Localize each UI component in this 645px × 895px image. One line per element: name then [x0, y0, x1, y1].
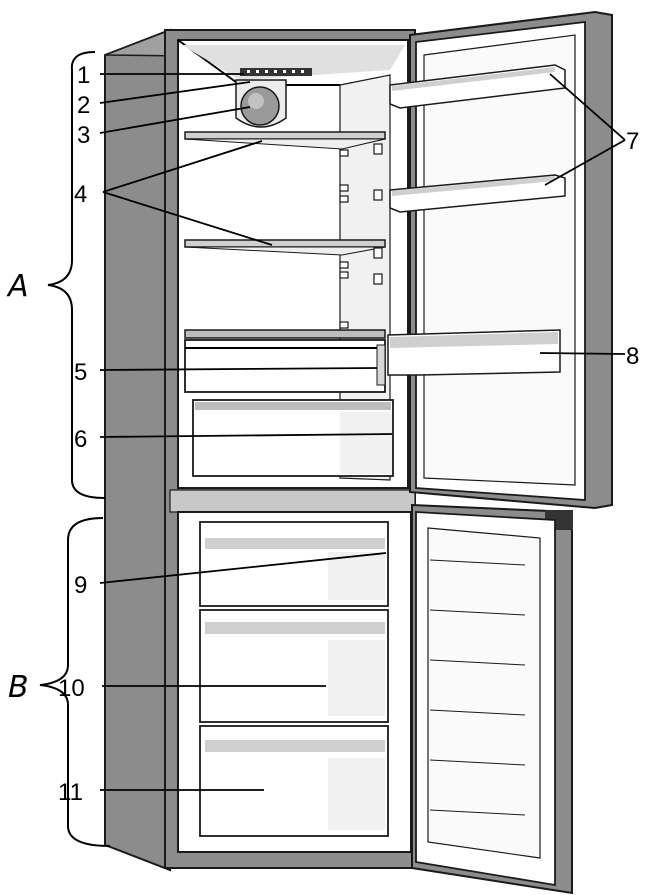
section-label-b: B: [8, 670, 29, 705]
section-label-a: A: [6, 269, 29, 304]
callout-3: 3: [77, 122, 90, 149]
callout-8: 8: [626, 343, 639, 370]
callout-4: 4: [74, 181, 87, 208]
glass-shelf-upper: [184, 131, 386, 150]
freezer-drawer-bottom: [199, 725, 389, 837]
callout-7: 7: [626, 128, 639, 155]
glass-shelf-lower: [184, 239, 386, 256]
fridge-door: [387, 10, 613, 510]
callout-9: 9: [74, 572, 87, 599]
door-shelf-middle: [389, 174, 566, 213]
fridge-section-brace: [47, 51, 106, 499]
vegetable-crisper: [192, 399, 394, 477]
fridge-compartment: [177, 39, 409, 489]
chiller-drawer: [184, 329, 386, 393]
callout-2: 2: [77, 92, 90, 119]
callout-1: 1: [77, 62, 90, 89]
freezer-compartment: [177, 511, 412, 853]
callout-6: 6: [74, 426, 87, 453]
callout-10: 10: [58, 675, 85, 702]
callout-5: 5: [74, 359, 87, 386]
freezer-section-brace: [39, 517, 111, 847]
freezer-drawer-middle: [199, 609, 389, 723]
freezer-drawer-top: [199, 521, 389, 607]
freezer-door: [411, 503, 573, 895]
callout-11: 11: [58, 779, 83, 806]
door-bottle-shelf: [387, 329, 561, 376]
callout-leaders: [99, 73, 626, 791]
